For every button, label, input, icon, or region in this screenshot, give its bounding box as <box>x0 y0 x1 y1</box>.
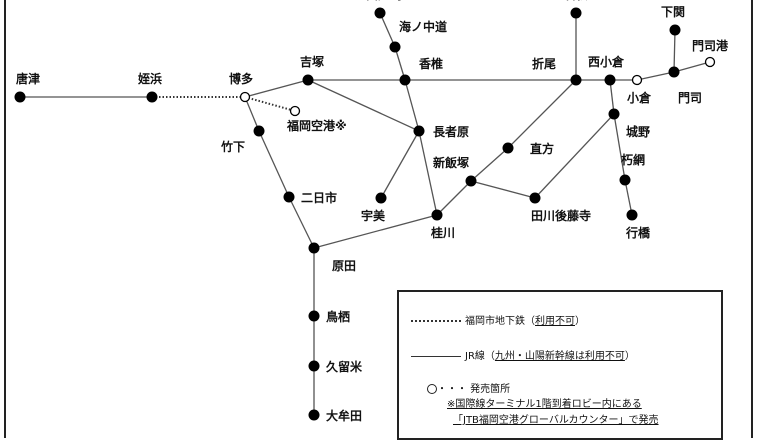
legend-note-1: ※国際線ターミナル1階到着ロビー内にある <box>447 399 642 410</box>
jr-line-segment <box>609 79 615 115</box>
jr-line-segment <box>394 46 406 81</box>
station-marker <box>570 74 582 86</box>
station-marker <box>374 7 386 19</box>
dotted-line-sample <box>411 320 461 322</box>
jr-line-segment <box>380 130 420 199</box>
station-marker <box>308 409 320 421</box>
jr-line-segment <box>258 130 290 198</box>
jr-line-segment <box>624 179 633 216</box>
station-marker <box>308 360 320 372</box>
station-label-mojiko: 門司港 <box>692 38 729 53</box>
legend-subway: 福岡市地下鉄（利用不可） <box>411 312 585 327</box>
sales-station-marker <box>704 56 716 68</box>
jr-line-segment <box>507 79 577 149</box>
jr-line-segment <box>470 147 509 182</box>
jr-line-segment <box>613 113 626 181</box>
station-label-orio: 折尾 <box>532 56 556 71</box>
station-label-hakata: 博多 <box>229 71 253 86</box>
subway-line-segment <box>244 96 296 112</box>
station-marker <box>253 125 265 137</box>
station-label-omuta: 大牟田 <box>326 408 362 423</box>
station-label-kokura: 小倉 <box>627 90 652 105</box>
jr-line-segment <box>436 180 472 216</box>
station-label-wakamatsu: 若松 <box>563 0 588 2</box>
legend-jr: JR線（九州・山陽新幹線は利用不可） <box>411 347 635 362</box>
jr-line-segment <box>288 196 315 249</box>
jr-line-segment <box>307 79 420 132</box>
station-marker <box>375 192 387 204</box>
station-label-takeshita: 竹下 <box>220 139 245 154</box>
station-label-futsukaichi: 二日市 <box>301 190 337 205</box>
solid-line-sample <box>411 355 461 357</box>
jr-line-segment <box>244 96 260 132</box>
station-marker <box>604 74 616 86</box>
station-marker <box>668 66 680 78</box>
station-marker <box>14 91 26 103</box>
station-marker <box>465 175 477 187</box>
station-label-shiniizuka: 新飯塚 <box>433 155 469 170</box>
station-marker <box>399 74 411 86</box>
station-label-moji: 門司 <box>678 91 702 105</box>
sales-station-marker <box>289 105 301 117</box>
station-label-jono: 城野 <box>626 124 650 139</box>
station-marker <box>608 108 620 120</box>
jr-line-segment <box>313 214 438 249</box>
station-label-umi: 宇美 <box>361 208 386 223</box>
legend-box: 福岡市地下鉄（利用不可） JR線（九州・山陽新幹線は利用不可） ・・・ 発売箇所… <box>397 290 723 440</box>
station-marker <box>619 174 631 186</box>
station-label-shimonoseki: 下関 <box>661 5 685 19</box>
map-frame <box>4 0 753 438</box>
open-circle-icon <box>427 384 437 394</box>
station-marker <box>283 191 295 203</box>
jr-line-segment <box>418 130 438 216</box>
station-marker <box>308 310 320 322</box>
station-marker <box>302 74 314 86</box>
station-label-saitozaki: 西戸崎 <box>366 0 402 2</box>
jr-line-segment <box>379 12 396 48</box>
station-label-tagawagotoji: 田川後藤寺 <box>531 208 591 223</box>
station-label-uminonakamichi: 海ノ中道 <box>399 19 447 34</box>
station-marker <box>626 209 638 221</box>
station-label-yoshizuka: 吉塚 <box>300 54 324 69</box>
station-marker <box>529 192 541 204</box>
jr-line-segment <box>673 61 711 73</box>
station-label-yukuhashi: 行橋 <box>625 225 651 240</box>
station-marker <box>146 91 158 103</box>
station-marker <box>389 41 401 53</box>
station-label-chojabaru: 長者原 <box>433 124 469 139</box>
station-marker <box>570 7 582 19</box>
station-label-kurume: 久留米 <box>326 359 363 374</box>
jr-line-segment <box>636 71 675 81</box>
station-marker <box>413 125 425 137</box>
station-label-tosu: 鳥栖 <box>326 309 350 324</box>
legend-sales: ・・・ 発売箇所 <box>427 380 510 395</box>
station-marker <box>431 209 443 221</box>
legend-note-2: 「JTB福岡空港グローバルカウンター」で発売 <box>453 415 659 426</box>
station-label-kashii: 香椎 <box>418 56 443 71</box>
station-label-nishikokura: 西小倉 <box>588 54 625 69</box>
station-label-karatsu: 唐津 <box>16 71 40 86</box>
jr-line-segment <box>244 79 309 98</box>
station-marker <box>308 242 320 254</box>
station-label-harada: 原田 <box>332 259 356 273</box>
station-label-nogata: 直方 <box>530 141 554 156</box>
jr-line-segment <box>470 180 536 199</box>
jr-line-segment <box>673 29 676 73</box>
station-label-fukuokakuko: 福岡空港※ <box>286 118 347 133</box>
station-label-kusami: 朽網 <box>621 152 645 167</box>
station-marker <box>669 24 681 36</box>
station-label-meinohama: 姪浜 <box>137 71 162 86</box>
jr-line-segment <box>404 79 420 132</box>
sales-station-marker <box>631 74 643 86</box>
station-label-keisen: 桂川 <box>430 225 455 240</box>
jr-line-segment <box>534 113 615 199</box>
station-marker <box>502 142 514 154</box>
sales-station-marker <box>239 91 251 103</box>
